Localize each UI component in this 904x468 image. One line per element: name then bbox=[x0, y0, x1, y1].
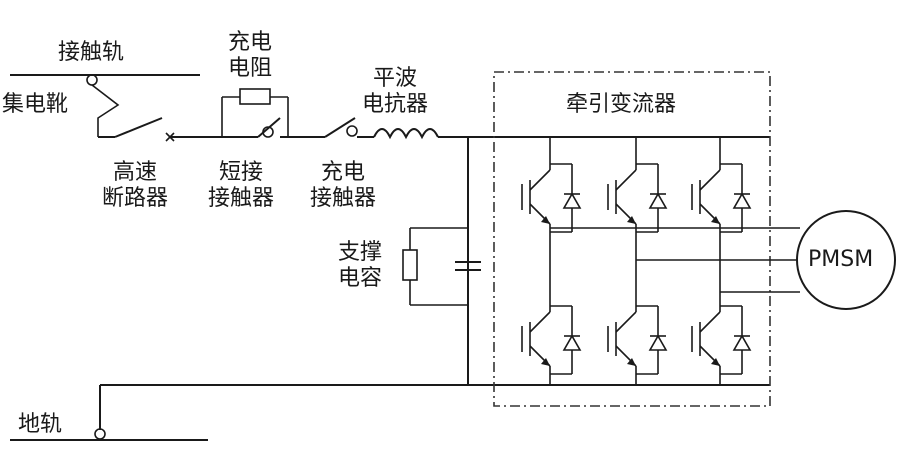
pmsm-motor-symbol bbox=[796, 210, 896, 310]
discharge-resistor-symbol bbox=[402, 249, 418, 281]
traction-converter-label: 牵引变流器 bbox=[566, 92, 677, 117]
smoothing-reactor-symbol bbox=[373, 128, 439, 140]
charging-resistor-branch bbox=[221, 88, 289, 137]
charge-contactor-symbol bbox=[324, 117, 358, 138]
collector-shoe-label: 集电靴 bbox=[2, 92, 69, 117]
charge-contactor-label: 充电 接触器 bbox=[310, 160, 377, 211]
high-speed-breaker-symbol bbox=[114, 117, 175, 142]
converter-bridge bbox=[521, 137, 751, 385]
support-capacitor-branch bbox=[402, 227, 481, 306]
traction-converter-box bbox=[493, 71, 771, 407]
collector-shoe-symbol bbox=[86, 74, 120, 137]
short-contactor-label: 短接 接触器 bbox=[208, 160, 275, 211]
support-capacitor-label: 支撑 电容 bbox=[338, 240, 383, 291]
motor-label: PMSM bbox=[808, 247, 874, 272]
ground-rail-label: 地轨 bbox=[18, 412, 63, 437]
charging-resistor-symbol bbox=[239, 88, 271, 105]
contact-rail-label: 接触轨 bbox=[58, 40, 125, 65]
ground-shoe-symbol bbox=[94, 428, 106, 440]
smoothing-reactor-label: 平波 电抗器 bbox=[362, 66, 429, 117]
short-contactor-symbol bbox=[257, 117, 281, 138]
charging-resistor-label: 充电 电阻 bbox=[228, 30, 273, 81]
high-speed-breaker-label: 高速 断路器 bbox=[102, 160, 169, 211]
